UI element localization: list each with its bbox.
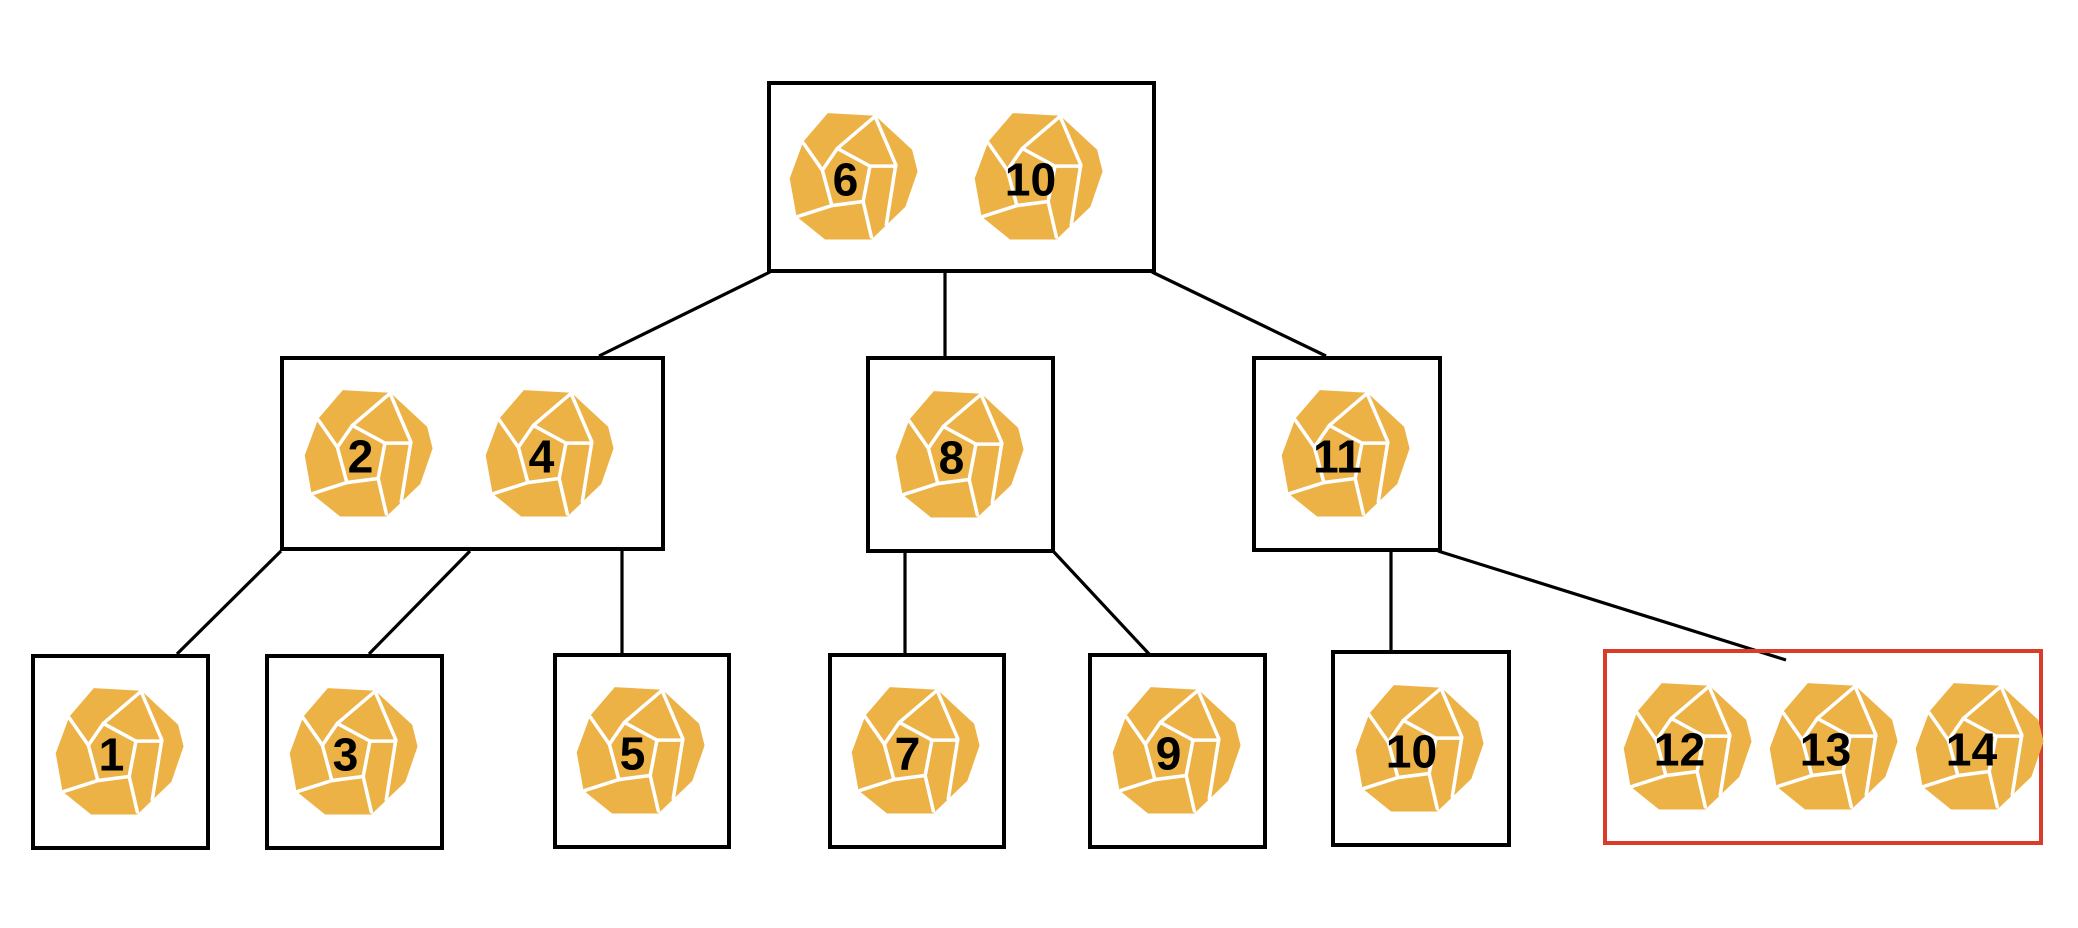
- leaf-9: 9: [1088, 653, 1267, 849]
- node-2-4: 2 4: [280, 356, 665, 551]
- die-number: 10: [1386, 725, 1437, 777]
- die-number: 2: [348, 430, 374, 482]
- die-number: 7: [895, 728, 921, 780]
- die-number: 3: [332, 729, 358, 781]
- die-number: 13: [1800, 724, 1851, 776]
- dodecahedron-die: 5: [574, 685, 707, 816]
- dodecahedron-die: 13: [1767, 681, 1900, 812]
- leaf-12-13-14: 12 13 14: [1603, 649, 2046, 845]
- edge-node-8-to-leaf-9: [1051, 549, 1152, 657]
- node-8: 8: [866, 356, 1055, 553]
- dodecahedron-die: 10: [1353, 682, 1486, 813]
- die-number: 5: [620, 728, 646, 780]
- node-root: 6 10: [767, 81, 1156, 273]
- die-number: 4: [529, 430, 555, 482]
- dodecahedron-die: 10: [972, 111, 1105, 242]
- die-number: 1: [98, 729, 124, 781]
- leaf-7: 7: [828, 653, 1006, 849]
- die-number: 11: [1313, 431, 1362, 483]
- die-number: 12: [1654, 724, 1705, 776]
- edge-root-to-node-2-4: [598, 270, 771, 358]
- dodecahedron-die: 6: [787, 111, 920, 242]
- edge-node-2-4-to-leaf-3: [367, 549, 472, 656]
- dodecahedron-die: 4: [483, 387, 616, 518]
- die-number: 10: [1005, 154, 1056, 206]
- die-number: 14: [1946, 724, 1998, 776]
- leaf-10: 10: [1331, 650, 1511, 847]
- dodecahedron-die: 11: [1279, 388, 1412, 519]
- edge-root-to-node-11: [1151, 270, 1327, 358]
- node-11: 11: [1252, 356, 1442, 552]
- dodecahedron-die: 8: [893, 388, 1025, 519]
- dodecahedron-die: 1: [53, 686, 185, 817]
- dodecahedron-die: 7: [849, 685, 982, 816]
- leaf-1: 1: [31, 654, 210, 850]
- leaf-5: 5: [553, 653, 731, 849]
- die-number: 9: [1155, 728, 1181, 780]
- dodecahedron-die: 3: [287, 686, 419, 817]
- dodecahedron-die: 14: [1913, 681, 2046, 812]
- edge-node-11-to-leaf-12-13-14: [1437, 549, 1787, 662]
- dodecahedron-die: 9: [1110, 685, 1242, 816]
- edge-node-2-4-to-leaf-1: [175, 549, 283, 656]
- die-number: 6: [833, 154, 859, 206]
- leaf-3: 3: [265, 654, 444, 850]
- die-number: 8: [938, 431, 964, 483]
- dodecahedron-die: 12: [1621, 681, 1754, 812]
- dodecahedron-die: 2: [302, 387, 435, 518]
